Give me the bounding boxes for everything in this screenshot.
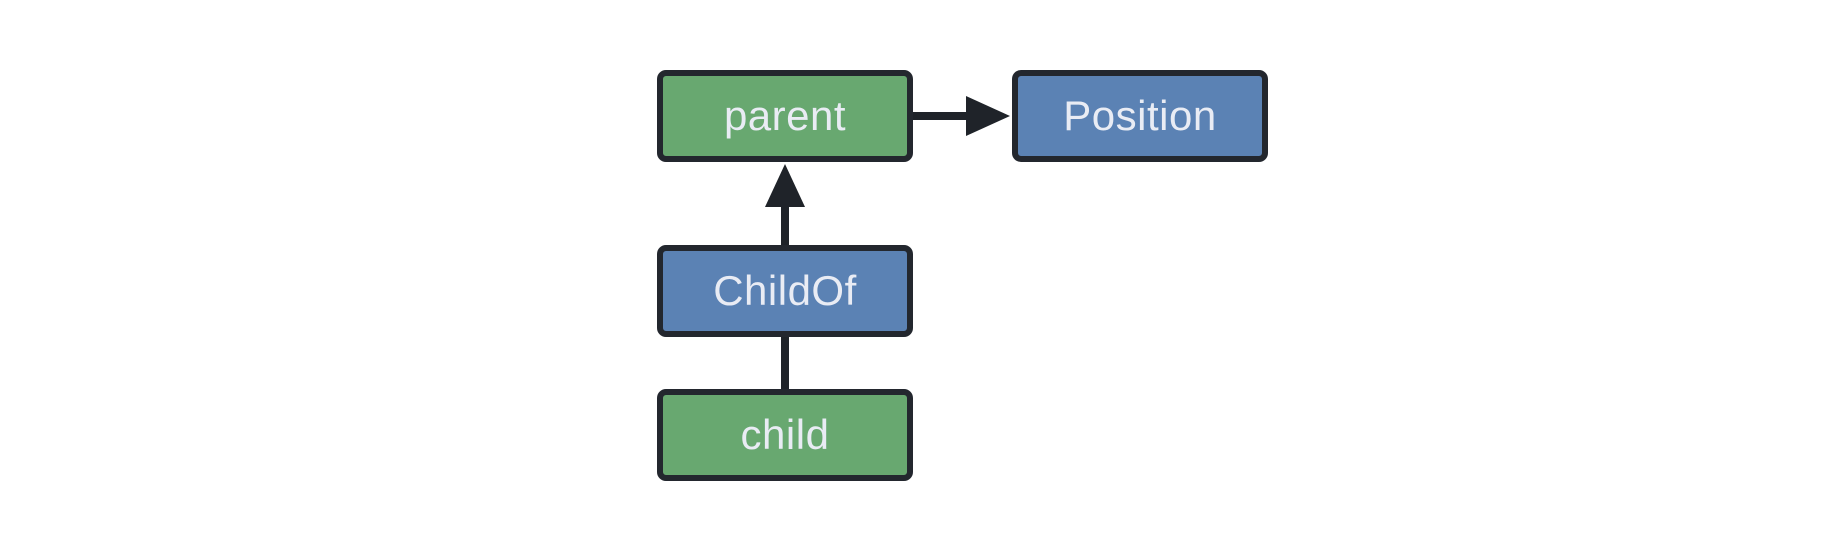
node-position: Position [1012,70,1268,162]
node-parent: parent [657,70,913,162]
edge-parent-position-arrowhead-icon [966,96,1010,136]
node-child: child [657,389,913,481]
node-parent-label: parent [723,92,847,139]
node-childof: ChildOf [657,245,913,337]
node-child-label: child [740,411,830,458]
edge-childof-parent-arrowhead-icon [765,164,805,207]
node-childof-label: ChildOf [713,267,857,314]
node-position-label: Position [1063,92,1217,139]
